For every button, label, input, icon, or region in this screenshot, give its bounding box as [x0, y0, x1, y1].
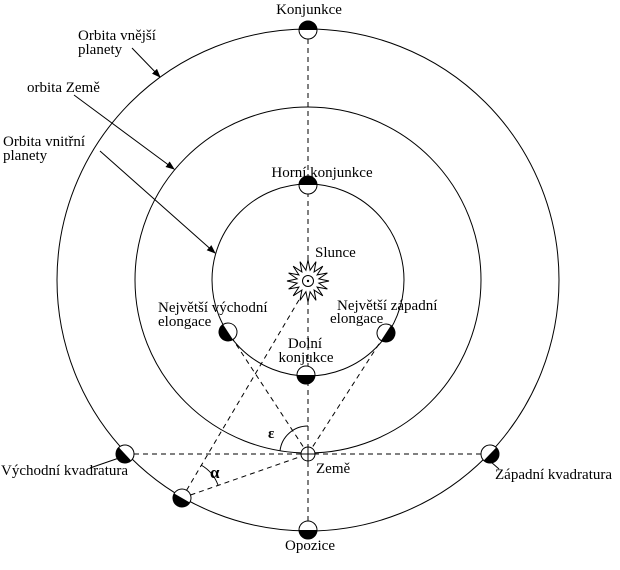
- planet-nejvetsi-vychodni-elongace: [218, 322, 238, 342]
- label-outer-orbit-line1: Orbita vnější: [78, 28, 156, 44]
- planet-horni-konjunkce: [298, 175, 318, 195]
- eastern-quadrature-label-leader: [89, 457, 120, 469]
- label-dolni-konjukce-line1: Dolní: [288, 336, 322, 352]
- planet-konjunkce: [298, 20, 318, 40]
- planet-vychodni-kvadratura: [115, 444, 135, 464]
- label-epsilon-angle: ε: [268, 426, 275, 442]
- label-alpha-angle: α: [210, 463, 220, 482]
- inner-orbit-label-arrow: [99, 150, 216, 254]
- outer-orbit-label-arrow: [131, 47, 161, 78]
- planet-zapadni-kvadratura: [480, 444, 500, 464]
- label-zeme: Země: [316, 461, 350, 477]
- sightline-outerplanet-earth: [181, 453, 309, 499]
- sun-icon: [286, 259, 330, 303]
- label-slunce: Slunce: [315, 245, 356, 261]
- sightline-outerplanet-sun: [181, 287, 307, 499]
- label-nejvetsi-zapadni-line1: Největší západní: [337, 298, 437, 314]
- earth-symbol: [299, 445, 317, 463]
- sightline-earth-western-elongation: [307, 332, 387, 455]
- planet-alpha: [172, 488, 192, 508]
- label-dolni-konjukce-line2: konjukce: [279, 350, 334, 366]
- label-nejvetsi-zapadni-line2: elongace: [330, 311, 384, 327]
- label-nejvetsi-vychodni-line2: elongace: [158, 314, 212, 330]
- label-inner-orbit-line2: planety: [3, 148, 48, 164]
- label-inner-orbit-line1: Orbita vnitřní: [3, 134, 85, 150]
- epsilon-angle-arc: [279, 425, 309, 452]
- sightline-earth-eastern-elongation: [227, 331, 309, 455]
- label-vychodni-kvadratura: Východní kvadratura: [1, 463, 128, 479]
- label-earth-orbit: orbita Země: [27, 80, 100, 96]
- planet-opozice: [298, 520, 318, 540]
- label-konjunkce: Konjunkce: [276, 2, 342, 18]
- label-horni-konjunkce: Horní konjunkce: [271, 165, 373, 181]
- alpha-angle-arc: [200, 464, 219, 486]
- label-outer-orbit-line2: planety: [78, 42, 123, 58]
- planet-nejvetsi-zapadni-elongace: [376, 323, 396, 343]
- label-opozice: Opozice: [285, 538, 335, 554]
- planet-dolni-konjukce: [296, 365, 316, 385]
- earth-orbit-label-arrow: [73, 94, 175, 170]
- label-zapadni-kvadratura: Západní kvadratura: [495, 467, 612, 483]
- label-nejvetsi-vychodni-line1: Největší východní: [158, 300, 268, 316]
- sun-center-dot: [306, 279, 310, 283]
